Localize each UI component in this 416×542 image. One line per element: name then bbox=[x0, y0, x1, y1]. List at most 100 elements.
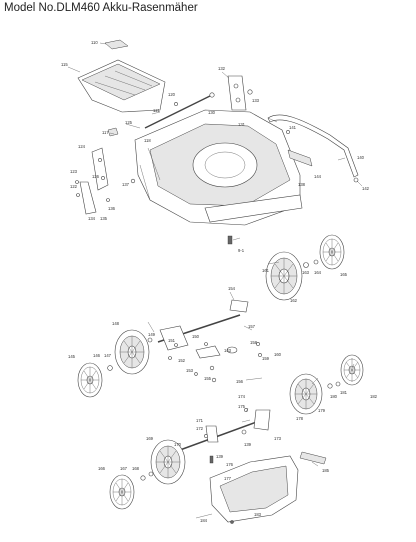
part-label: 170 bbox=[174, 442, 182, 447]
part-label: 169 bbox=[146, 436, 154, 441]
screw-171 bbox=[204, 434, 208, 438]
rear-axle-bracket-173 bbox=[179, 408, 271, 451]
part-label: 171 bbox=[196, 418, 204, 423]
wheel-178 bbox=[289, 373, 323, 415]
part-label: 147 bbox=[104, 353, 112, 358]
part-label: 9-1 bbox=[238, 248, 245, 253]
part-label: 150 bbox=[192, 334, 200, 339]
part-label: 172 bbox=[196, 426, 204, 431]
part-label: 159 bbox=[262, 356, 270, 361]
part-label: 162 bbox=[290, 298, 298, 303]
part-label: 132 bbox=[218, 66, 226, 71]
part-label: 184 bbox=[200, 518, 208, 523]
mulch-plate-144 bbox=[287, 149, 313, 167]
label-plate-110 bbox=[104, 39, 129, 50]
part-label: 110 bbox=[91, 40, 98, 45]
part-label: 130 bbox=[208, 110, 216, 115]
part-117 bbox=[107, 127, 119, 137]
wheel-169 bbox=[150, 439, 186, 485]
handle-bar-140 bbox=[267, 114, 359, 183]
part-label: 178 bbox=[296, 416, 304, 421]
part-label: 181 bbox=[340, 390, 348, 395]
bolt-9-1 bbox=[227, 235, 233, 245]
part-label: 156 bbox=[236, 379, 244, 384]
wheel-162 bbox=[265, 251, 303, 301]
part-label: 155 bbox=[204, 376, 212, 381]
part-label: 144 bbox=[314, 174, 322, 179]
part-label: 146 bbox=[93, 353, 101, 358]
part-label: 142 bbox=[362, 186, 370, 191]
small-parts-group bbox=[168, 342, 262, 383]
part-label: 164 bbox=[314, 270, 322, 275]
handle-bracket-132 bbox=[227, 75, 253, 117]
part-label: 133 bbox=[252, 98, 260, 103]
label-185 bbox=[299, 451, 327, 465]
washer-167 bbox=[140, 475, 146, 481]
wheel-148 bbox=[114, 329, 150, 375]
part-label: 137 bbox=[122, 182, 130, 187]
part-label: 118 bbox=[144, 138, 151, 143]
part-label: 134 bbox=[88, 216, 96, 221]
part-label: 131 bbox=[238, 122, 246, 127]
screw-184 bbox=[230, 520, 234, 524]
part-label: 139 bbox=[244, 442, 252, 447]
part-label: 173 bbox=[274, 436, 282, 441]
part-label: 158 bbox=[250, 340, 258, 345]
grass-box-115 bbox=[77, 59, 166, 113]
leader-lines bbox=[67, 42, 363, 519]
part-label: 122 bbox=[70, 184, 78, 189]
part-label: 141 bbox=[289, 125, 297, 130]
part-label: 152 bbox=[178, 358, 186, 363]
part-label: 123 bbox=[70, 169, 78, 174]
part-label: 135 bbox=[100, 216, 108, 221]
part-label: 151 bbox=[168, 338, 176, 343]
part-label: 175 bbox=[238, 404, 246, 409]
nut-149 bbox=[147, 337, 153, 343]
part-label: 174 bbox=[238, 394, 246, 399]
nut-168 bbox=[148, 471, 154, 477]
nut-164 bbox=[313, 259, 319, 265]
part-labels: 110 115 132 133 131 130 120 121 125 117 … bbox=[61, 40, 378, 523]
part-label: 117 bbox=[102, 130, 109, 135]
side-flap-124 bbox=[75, 147, 136, 215]
part-label: 166 bbox=[98, 466, 106, 471]
part-label: 177 bbox=[224, 476, 232, 481]
part-label: 120 bbox=[168, 92, 176, 97]
washer-147 bbox=[107, 365, 113, 371]
rear-axle-120 bbox=[144, 92, 215, 129]
part-label: 143 bbox=[224, 348, 232, 353]
diagram-title: Model No.DLM460 Akku-Rasenmäher bbox=[4, 2, 198, 14]
part-label: 115 bbox=[61, 62, 68, 67]
part-label: 185 bbox=[322, 468, 330, 473]
washer-163 bbox=[303, 262, 309, 268]
mower-deck-138 bbox=[134, 109, 303, 226]
part-label: 180 bbox=[330, 394, 338, 399]
part-label: 136 bbox=[108, 206, 116, 211]
part-label: 176 bbox=[226, 462, 234, 467]
bolt-176 bbox=[209, 455, 214, 464]
part-label: 124 bbox=[78, 144, 86, 149]
part-label: 161 bbox=[262, 268, 270, 273]
part-label: 139 bbox=[216, 454, 224, 459]
part-label: 149 bbox=[148, 332, 156, 337]
rear-flap-183 bbox=[209, 455, 299, 523]
part-label: 140 bbox=[357, 155, 365, 160]
part-label: 182 bbox=[370, 394, 378, 399]
part-label: 148 bbox=[112, 321, 120, 326]
hubcap-145 bbox=[77, 362, 103, 398]
front-axle-154 bbox=[157, 299, 249, 359]
part-label: 154 bbox=[228, 286, 236, 291]
hubcap-165 bbox=[319, 234, 345, 270]
part-label: 163 bbox=[302, 270, 310, 275]
hubcap-182 bbox=[340, 354, 364, 386]
part-label: 157 bbox=[248, 324, 256, 329]
part-label: 121 bbox=[153, 108, 161, 113]
part-label: 126 bbox=[92, 174, 100, 179]
washer-180 bbox=[327, 383, 333, 389]
hubcap-166 bbox=[109, 474, 135, 510]
part-label: 125 bbox=[125, 120, 133, 125]
part-label: 145 bbox=[68, 354, 76, 359]
part-label: 179 bbox=[318, 408, 326, 413]
part-label: 183 bbox=[254, 512, 262, 517]
